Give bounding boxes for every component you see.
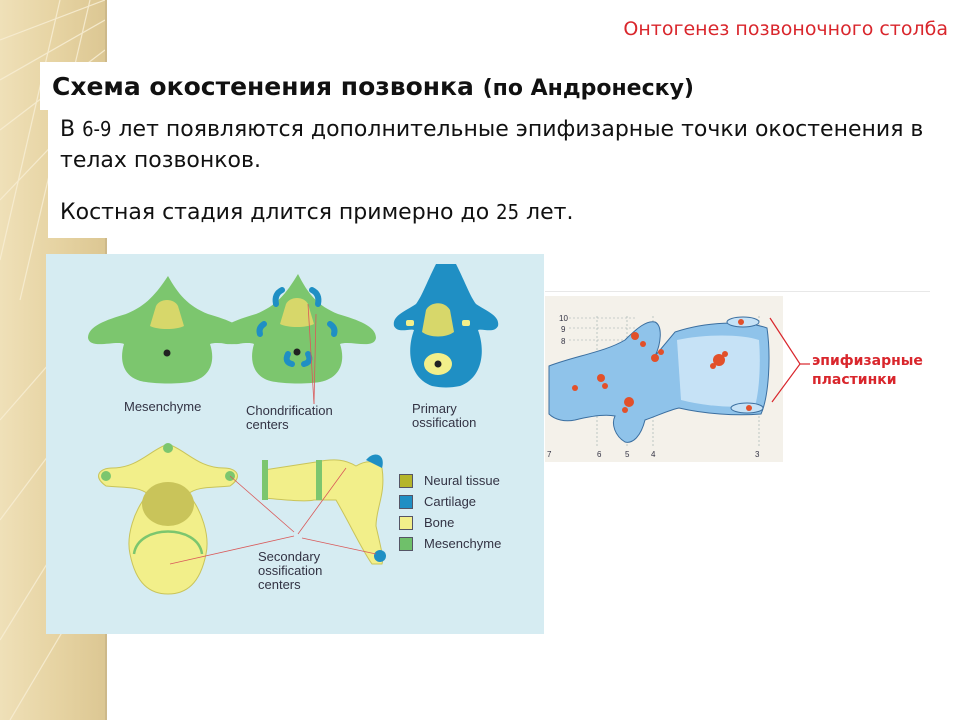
body-background bbox=[48, 108, 948, 238]
title-paren: (по Андронеску) bbox=[482, 76, 694, 101]
fig2-number-7: 7 bbox=[547, 450, 552, 459]
secondary-top-view-drawing bbox=[98, 443, 295, 595]
ossification-figure: Mesenchyme Chondrification centers Prima… bbox=[46, 254, 544, 634]
fig2-number-3: 3 bbox=[755, 450, 760, 459]
title-background bbox=[40, 62, 898, 110]
mesenchyme-stage-drawing bbox=[88, 276, 246, 384]
chondrification-stage-drawing bbox=[218, 274, 376, 405]
paragraph-epiphyseal: В 6-9 лет появляются дополнительные эпиф… bbox=[60, 114, 940, 176]
fig2-number-8: 8 bbox=[561, 337, 566, 346]
fig2-number-5: 5 bbox=[625, 450, 630, 459]
epiphyseal-figure: 10 9 8 7 6 5 4 3 bbox=[545, 296, 783, 462]
legend-neural-tissue: Neural tissue bbox=[424, 473, 500, 488]
fig2-number-4: 4 bbox=[651, 450, 656, 459]
legend-swatch-mesenchyme bbox=[399, 537, 413, 551]
slide-title: Схема окостенения позвонка (по Андронеск… bbox=[52, 72, 694, 101]
fig2-number-9: 9 bbox=[561, 325, 566, 334]
title-main: Схема окостенения позвонка bbox=[52, 72, 474, 101]
figure-divider-line bbox=[545, 291, 930, 292]
fig2-number-10: 10 bbox=[559, 314, 568, 323]
paragraph-bone-stage: Костная стадия длится примерно до 25 лет… bbox=[60, 197, 573, 228]
epiphyseal-plates-label: эпифизарные пластинки bbox=[812, 353, 923, 388]
primary-ossification-stage-drawing bbox=[393, 264, 499, 388]
para2-text-b: лет. bbox=[519, 200, 574, 225]
legend-swatch-bone bbox=[399, 516, 413, 530]
legend-swatch-cartilage bbox=[399, 495, 413, 509]
para1-number: 6-9 bbox=[82, 117, 112, 141]
label-mesenchyme: Mesenchyme bbox=[124, 399, 202, 414]
para2-number: 25 bbox=[496, 200, 520, 224]
para2-text-a: Костная стадия длится примерно до bbox=[60, 200, 497, 225]
label-chondrification: Chondrification centers bbox=[246, 403, 333, 432]
legend-mesenchyme: Mesenchyme bbox=[424, 536, 502, 551]
para1-text-b: лет появляются дополнительные эпифизарны… bbox=[60, 117, 924, 173]
legend-cartilage: Cartilage bbox=[424, 494, 477, 509]
slide-topic: Онтогенез позвоночного столба bbox=[623, 18, 948, 40]
para1-text-a: В bbox=[60, 117, 83, 142]
secondary-side-view-drawing bbox=[262, 454, 386, 565]
ossification-illustration bbox=[88, 264, 499, 595]
fig2-number-6: 6 bbox=[597, 450, 602, 459]
label-secondary-ossification: Secondary ossification centers bbox=[258, 549, 323, 592]
legend-bone: Bone bbox=[424, 515, 455, 530]
label-primary-ossification: Primary ossification bbox=[412, 401, 477, 430]
epiphyseal-illustration bbox=[548, 316, 770, 446]
legend-swatch-neural bbox=[399, 474, 413, 488]
